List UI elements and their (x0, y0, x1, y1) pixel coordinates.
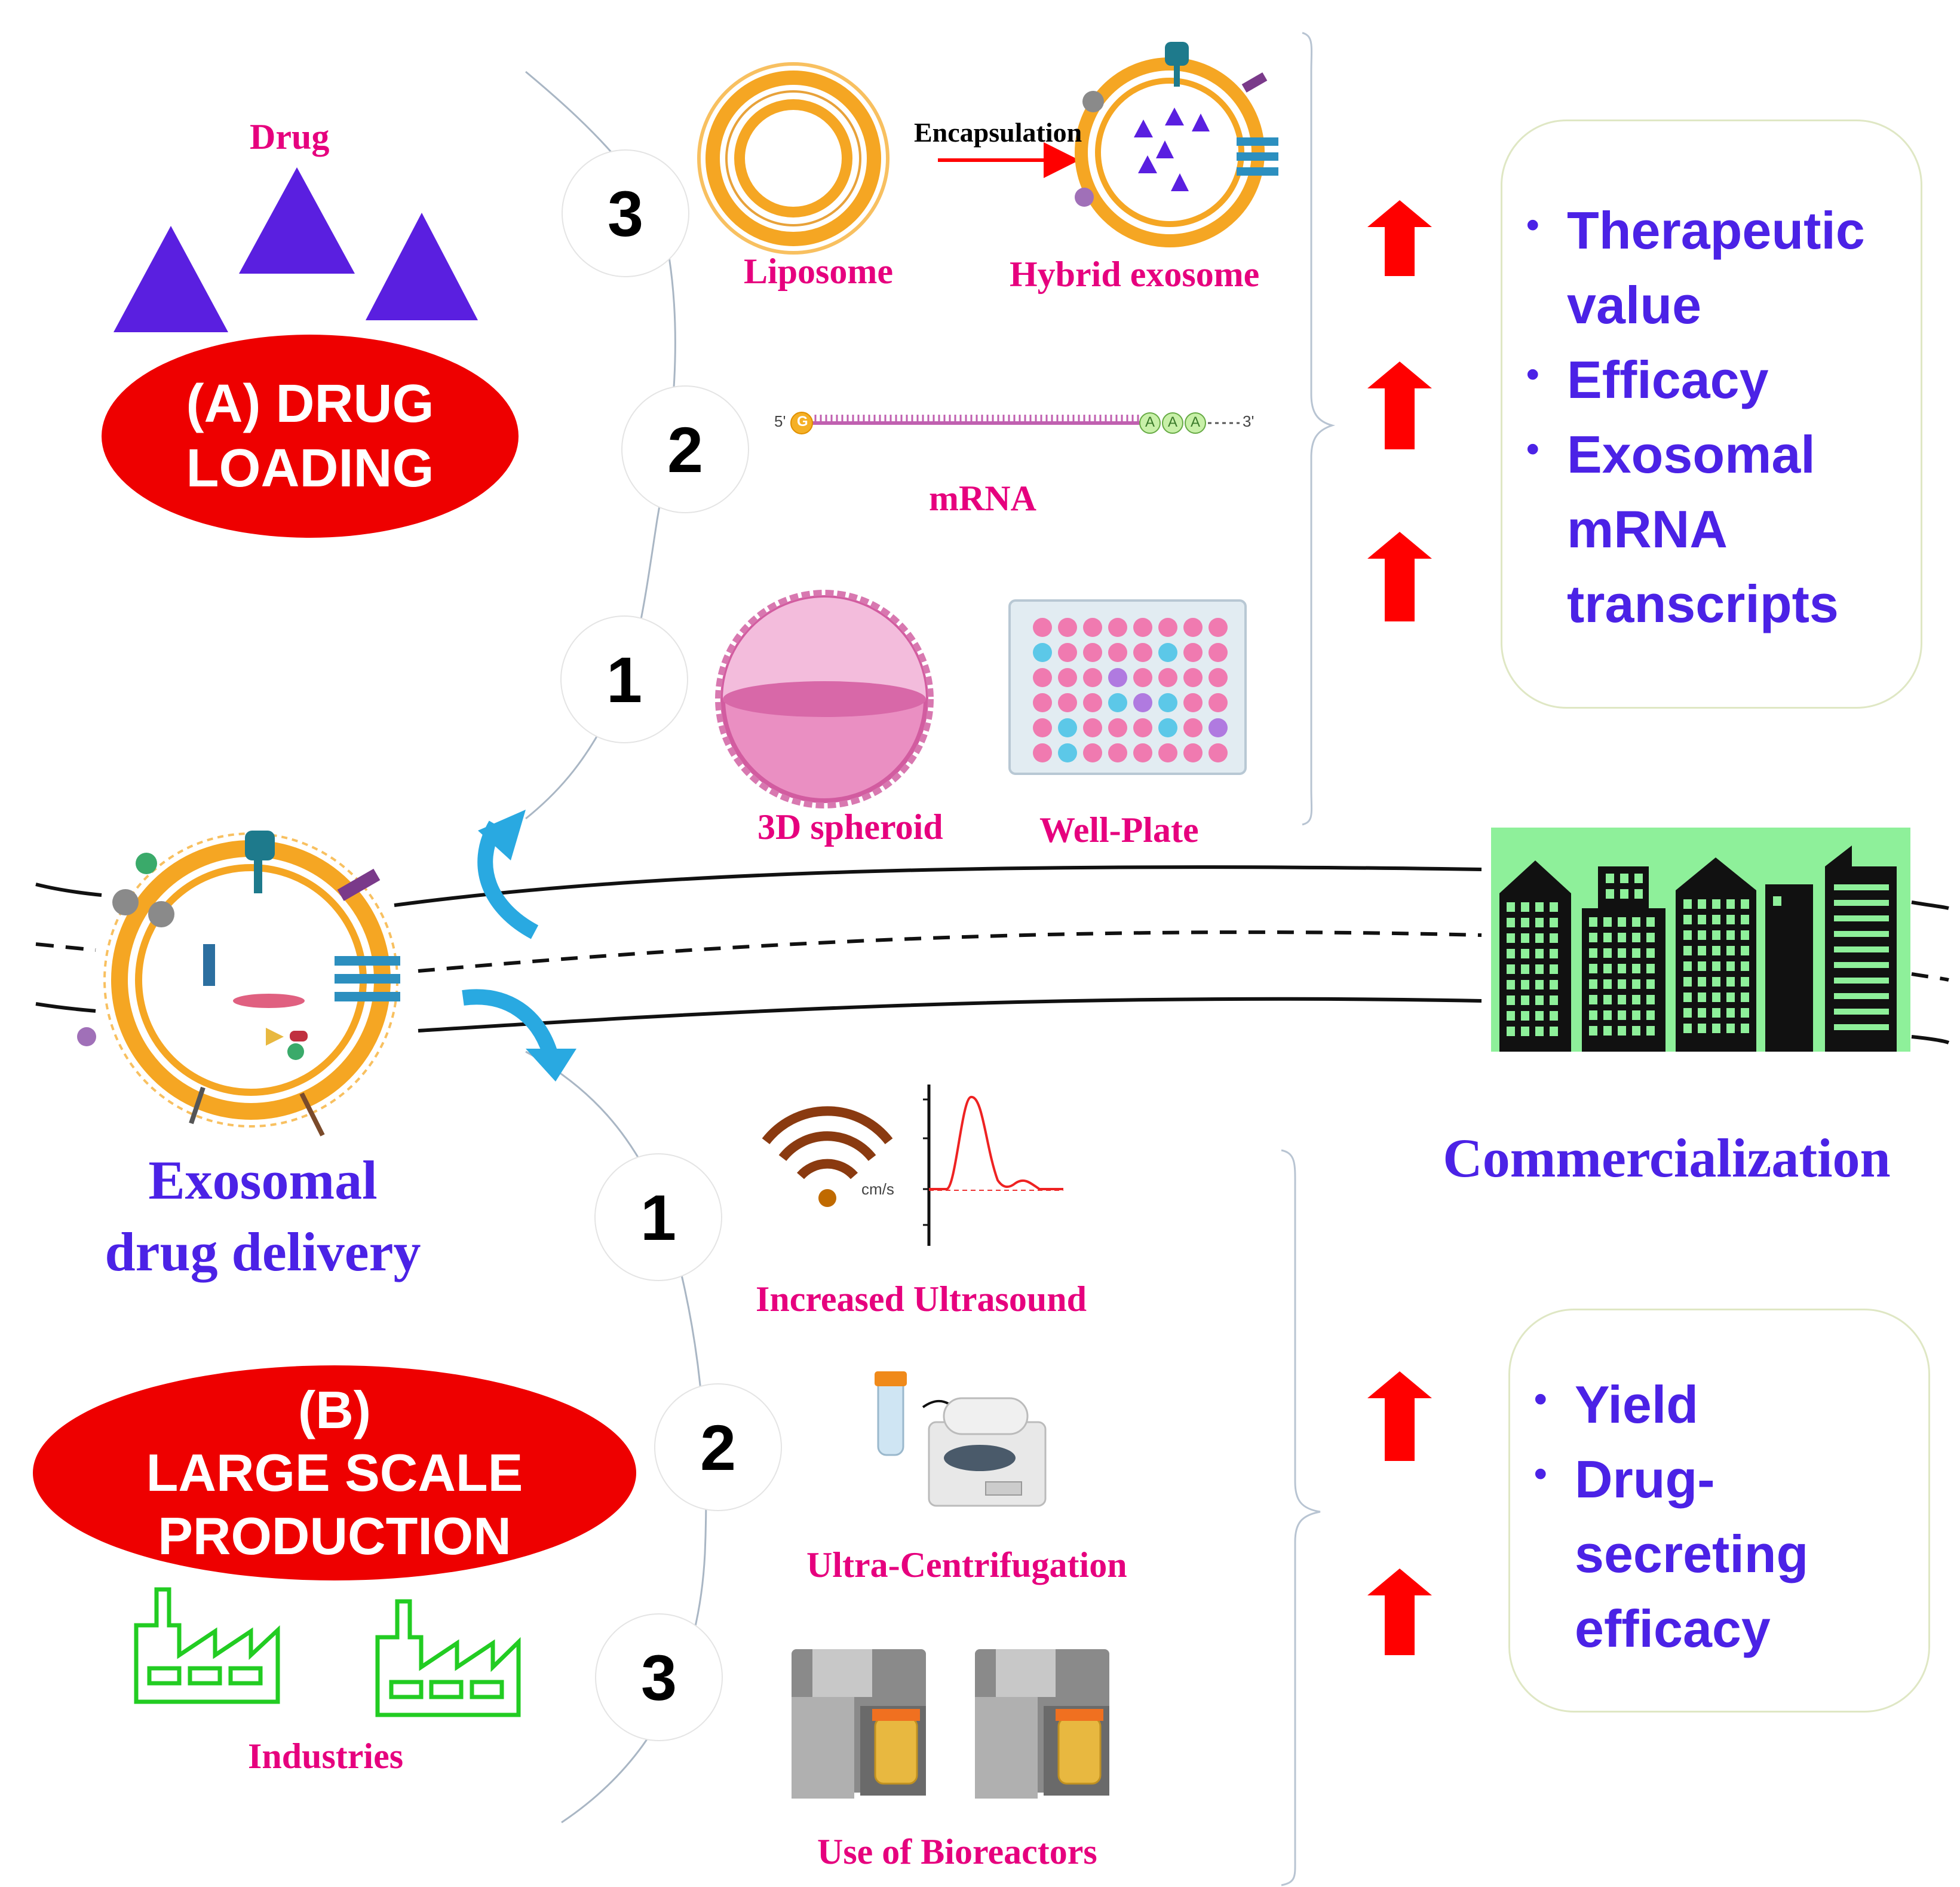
hybrid-exosome-label: Hybrid exosome (1010, 255, 1260, 294)
benefit-b-1: Yield (1522, 1367, 1928, 1442)
drug-loading-title-2: LOADING (186, 439, 434, 498)
production-title-3: PRODUCTION (158, 1506, 511, 1566)
benefit-a-3: Exosomal mRNA transcripts (1514, 417, 1921, 641)
exosomal-drug-delivery-title: Exosomal drug delivery (72, 1144, 454, 1288)
step-a2-circle: 2 (621, 385, 749, 513)
production-title-1: (B) (297, 1380, 372, 1439)
drug-triangles (114, 167, 478, 332)
mrna-label: mRNA (929, 479, 1036, 518)
bioreactor-icons (792, 1649, 1109, 1799)
ultrasound-label: Increased Ultrasound (756, 1279, 1087, 1319)
centrifugation-label: Ultra-Centrifugation (806, 1545, 1127, 1585)
liposome-icon (697, 62, 889, 255)
liposome-label: Liposome (744, 252, 894, 291)
benefit-a-1: Therapeutic value (1514, 193, 1921, 342)
benefits-b-box: Yield Drug-secreting efficacy (1508, 1309, 1930, 1713)
mrna-cap: G (797, 413, 808, 430)
drug-loading-title-1: (A) DRUG (186, 374, 434, 434)
city-icon (1491, 828, 1910, 1052)
exosomal-title-2: drug delivery (105, 1221, 421, 1282)
blue-arrows (462, 810, 576, 1082)
step-b1-circle: 1 (594, 1153, 722, 1281)
step-b2-circle: 2 (654, 1383, 782, 1511)
mrna-tail-a3: A (1191, 414, 1201, 430)
drug-label: Drug (250, 117, 330, 157)
up-arrow-4 (1367, 1371, 1432, 1461)
mrna-3prime: 3' (1243, 412, 1254, 430)
red-up-arrows (1367, 200, 1432, 1655)
commercialization-title: Commercialization (1443, 1128, 1891, 1188)
step-a3-circle: 3 (562, 149, 689, 277)
mrna-tail-a2: A (1168, 414, 1178, 430)
exosomal-title-1: Exosomal (148, 1150, 378, 1211)
bioreactors-label: Use of Bioreactors (817, 1832, 1097, 1871)
well-plate-icon (1008, 599, 1247, 775)
step-b3-circle: 3 (595, 1613, 723, 1741)
benefit-a-2: Efficacy (1514, 342, 1921, 417)
mrna-tail-a1: A (1145, 414, 1155, 430)
spheroid-label: 3D spheroid (757, 807, 943, 847)
benefits-b-list: Yield Drug-secreting efficacy (1522, 1367, 1928, 1666)
well-plate-label: Well-Plate (1039, 810, 1199, 850)
timeline-arcs (525, 71, 707, 1824)
benefits-a-list: Therapeutic value Efficacy Exosomal mRNA… (1514, 193, 1921, 641)
doppler-plot (923, 1085, 1063, 1246)
ultrasound-icon (762, 1106, 893, 1207)
large-scale-production-ellipse: (B) LARGE SCALE PRODUCTION (33, 1365, 636, 1580)
exosome-icon (77, 831, 400, 1137)
doppler-unit-label: cm/s (861, 1180, 894, 1198)
mrna-5prime: 5' (774, 412, 786, 430)
industries-label: Industries (248, 1736, 404, 1776)
centrifuge-icon (875, 1371, 1047, 1507)
up-arrow-2 (1367, 362, 1432, 449)
encapsulation-label: Encapsulation (914, 117, 1082, 148)
production-title-2: LARGE SCALE (146, 1443, 523, 1503)
benefits-a-box: Therapeutic value Efficacy Exosomal mRNA… (1501, 120, 1922, 709)
mrna-icon (790, 412, 1240, 434)
hybrid-exosome-icon (1075, 42, 1278, 247)
right-braces (1281, 32, 1336, 1886)
spheroid-icon (715, 590, 934, 808)
benefit-b-2: Drug-secreting efficacy (1522, 1442, 1832, 1666)
up-arrow-5 (1367, 1569, 1432, 1655)
factory-icons (134, 1587, 521, 1717)
up-arrow-1 (1367, 200, 1432, 276)
up-arrow-3 (1367, 532, 1432, 621)
drug-loading-ellipse: (A) DRUG LOADING (102, 335, 519, 538)
step-a1-circle: 1 (560, 615, 688, 743)
